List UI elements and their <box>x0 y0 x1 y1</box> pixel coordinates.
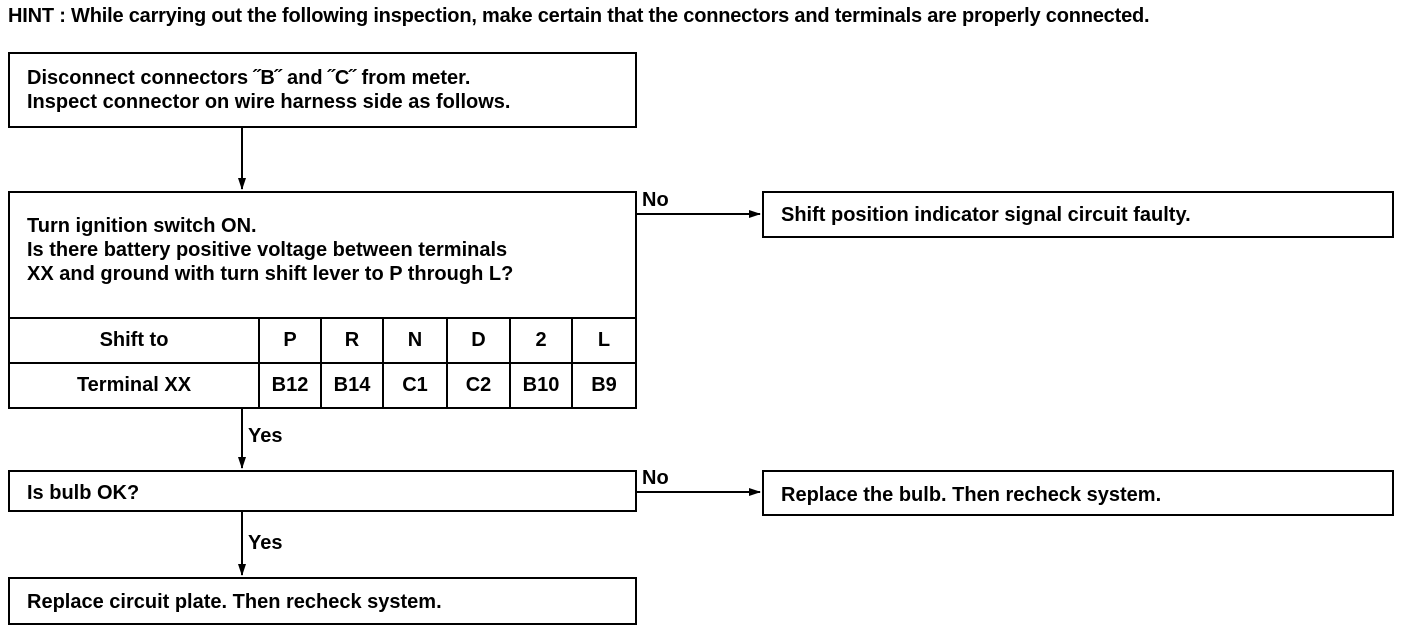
table-cell: B12 <box>258 362 322 407</box>
step-replace-circuit-plate-box: Replace circuit plate. Then recheck syst… <box>8 577 637 625</box>
table-cell: L <box>571 317 635 364</box>
result2-text: Replace the bulb. Then recheck system. <box>781 484 1162 506</box>
terminal-header: Terminal XX <box>10 362 260 407</box>
table-cell: B10 <box>509 362 573 407</box>
step2-line-1: Turn ignition switch ON. <box>27 215 257 237</box>
table-cell: B14 <box>320 362 384 407</box>
table-cell: 2 <box>509 317 573 364</box>
step4-text: Replace circuit plate. Then recheck syst… <box>27 591 442 613</box>
table-cell: B9 <box>571 362 635 407</box>
yes-label-voltage: Yes <box>248 425 283 447</box>
table-cell: C1 <box>382 362 448 407</box>
result-signal-circuit-faulty-box: Shift position indicator signal circuit … <box>762 191 1394 238</box>
table-cell: D <box>446 317 511 364</box>
voltage-question: Turn ignition switch ON. Is there batter… <box>27 214 513 286</box>
result1-text: Shift position indicator signal circuit … <box>781 204 1191 226</box>
step-disconnect-connectors-box: Disconnect connectors ˝B˝ and ˝C˝ from m… <box>8 52 637 128</box>
step2-line-3: XX and ground with turn shift lever to P… <box>27 263 514 285</box>
table-cell: C2 <box>446 362 511 407</box>
table-row-shift: Shift to P R N D 2 L <box>10 317 635 364</box>
table-cell: N <box>382 317 448 364</box>
step1-line-2: Inspect connector on wire harness side a… <box>27 91 511 113</box>
step-check-voltage-box: Turn ignition switch ON. Is there batter… <box>8 191 637 409</box>
result-replace-bulb-box: Replace the bulb. Then recheck system. <box>762 470 1394 516</box>
table-row-terminal: Terminal XX B12 B14 C1 C2 B10 B9 <box>10 362 635 407</box>
hint-note: HINT : While carrying out the following … <box>8 5 1150 27</box>
yes-label-bulb: Yes <box>248 532 283 554</box>
no-label-bulb: No <box>642 467 669 489</box>
step3-text: Is bulb OK? <box>27 482 140 504</box>
step2-line-2: Is there battery positive voltage betwee… <box>27 239 508 261</box>
table-cell: R <box>320 317 384 364</box>
step1-line-1: Disconnect connectors ˝B˝ and ˝C˝ from m… <box>27 67 471 89</box>
no-label-voltage: No <box>642 189 669 211</box>
table-cell: P <box>258 317 322 364</box>
shift-terminal-table: Shift to P R N D 2 L Terminal XX B12 B14… <box>10 317 635 407</box>
step-check-bulb-box: Is bulb OK? <box>8 470 637 512</box>
shift-to-header: Shift to <box>10 317 260 364</box>
